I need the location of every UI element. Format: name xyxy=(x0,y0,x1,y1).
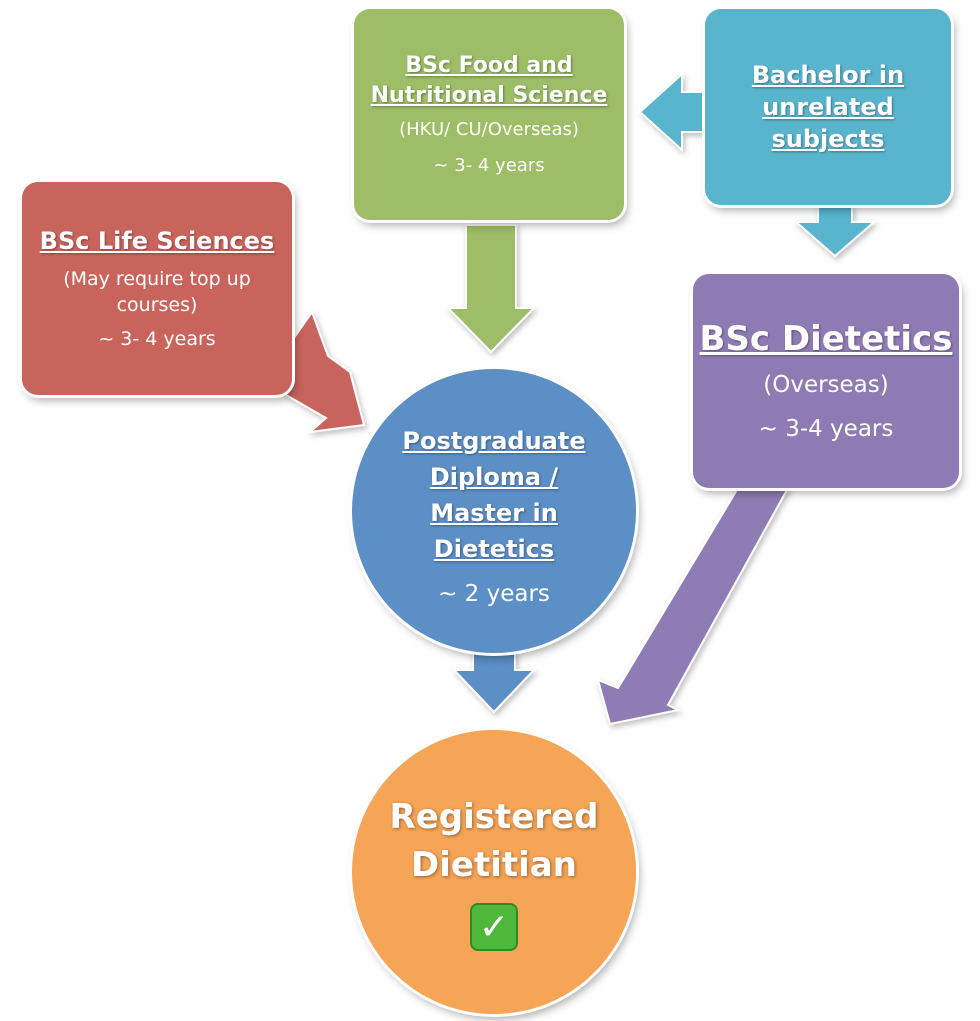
node-registered-dietitian: Registered Dietitian ✓ xyxy=(352,730,636,1014)
node-bsc-food-nutritional-science: BSc Food and Nutritional Science (HKU/ C… xyxy=(354,9,624,220)
check-mark-icon: ✓ xyxy=(470,903,518,951)
node-duration: ~ 3- 4 years xyxy=(433,154,545,176)
node-duration: ~ 3- 4 years xyxy=(98,327,216,350)
node-postgraduate-dietetics: Postgraduate Diploma / Master in Dieteti… xyxy=(352,369,636,653)
node-duration: ~ 2 years xyxy=(438,581,550,607)
arrow-food-to-postgraduate xyxy=(445,224,537,354)
node-note: (HKU/ CU/Overseas) xyxy=(399,118,579,140)
node-title: Registered Dietitian xyxy=(389,797,599,885)
node-bachelor-unrelated: Bachelor in unrelated subjects xyxy=(705,9,951,205)
node-duration: ~ 3-4 years xyxy=(758,416,894,442)
node-bsc-dietetics: BSc Dietetics (Overseas) ~ 3-4 years xyxy=(693,274,959,488)
arrow-unrelated-to-dietetics xyxy=(793,205,877,258)
arrow-unrelated-to-food xyxy=(638,71,705,153)
node-title: Postgraduate Diploma / Master in Dieteti… xyxy=(402,427,586,563)
node-bsc-life-sciences: BSc Life Sciences (May require top up co… xyxy=(22,182,292,395)
node-title: BSc Food and Nutritional Science xyxy=(370,52,608,108)
arrow-postgraduate-to-registered xyxy=(451,651,537,714)
node-title: BSc Life Sciences xyxy=(39,226,275,255)
arrow-dietetics-to-registered xyxy=(596,487,790,726)
node-title: BSc Dietetics xyxy=(699,319,953,359)
node-note: (May require top up courses) xyxy=(63,267,251,316)
arrow-life-to-postgraduate xyxy=(268,309,366,434)
node-title: Bachelor in unrelated subjects xyxy=(751,61,905,153)
node-note: (Overseas) xyxy=(763,372,889,398)
